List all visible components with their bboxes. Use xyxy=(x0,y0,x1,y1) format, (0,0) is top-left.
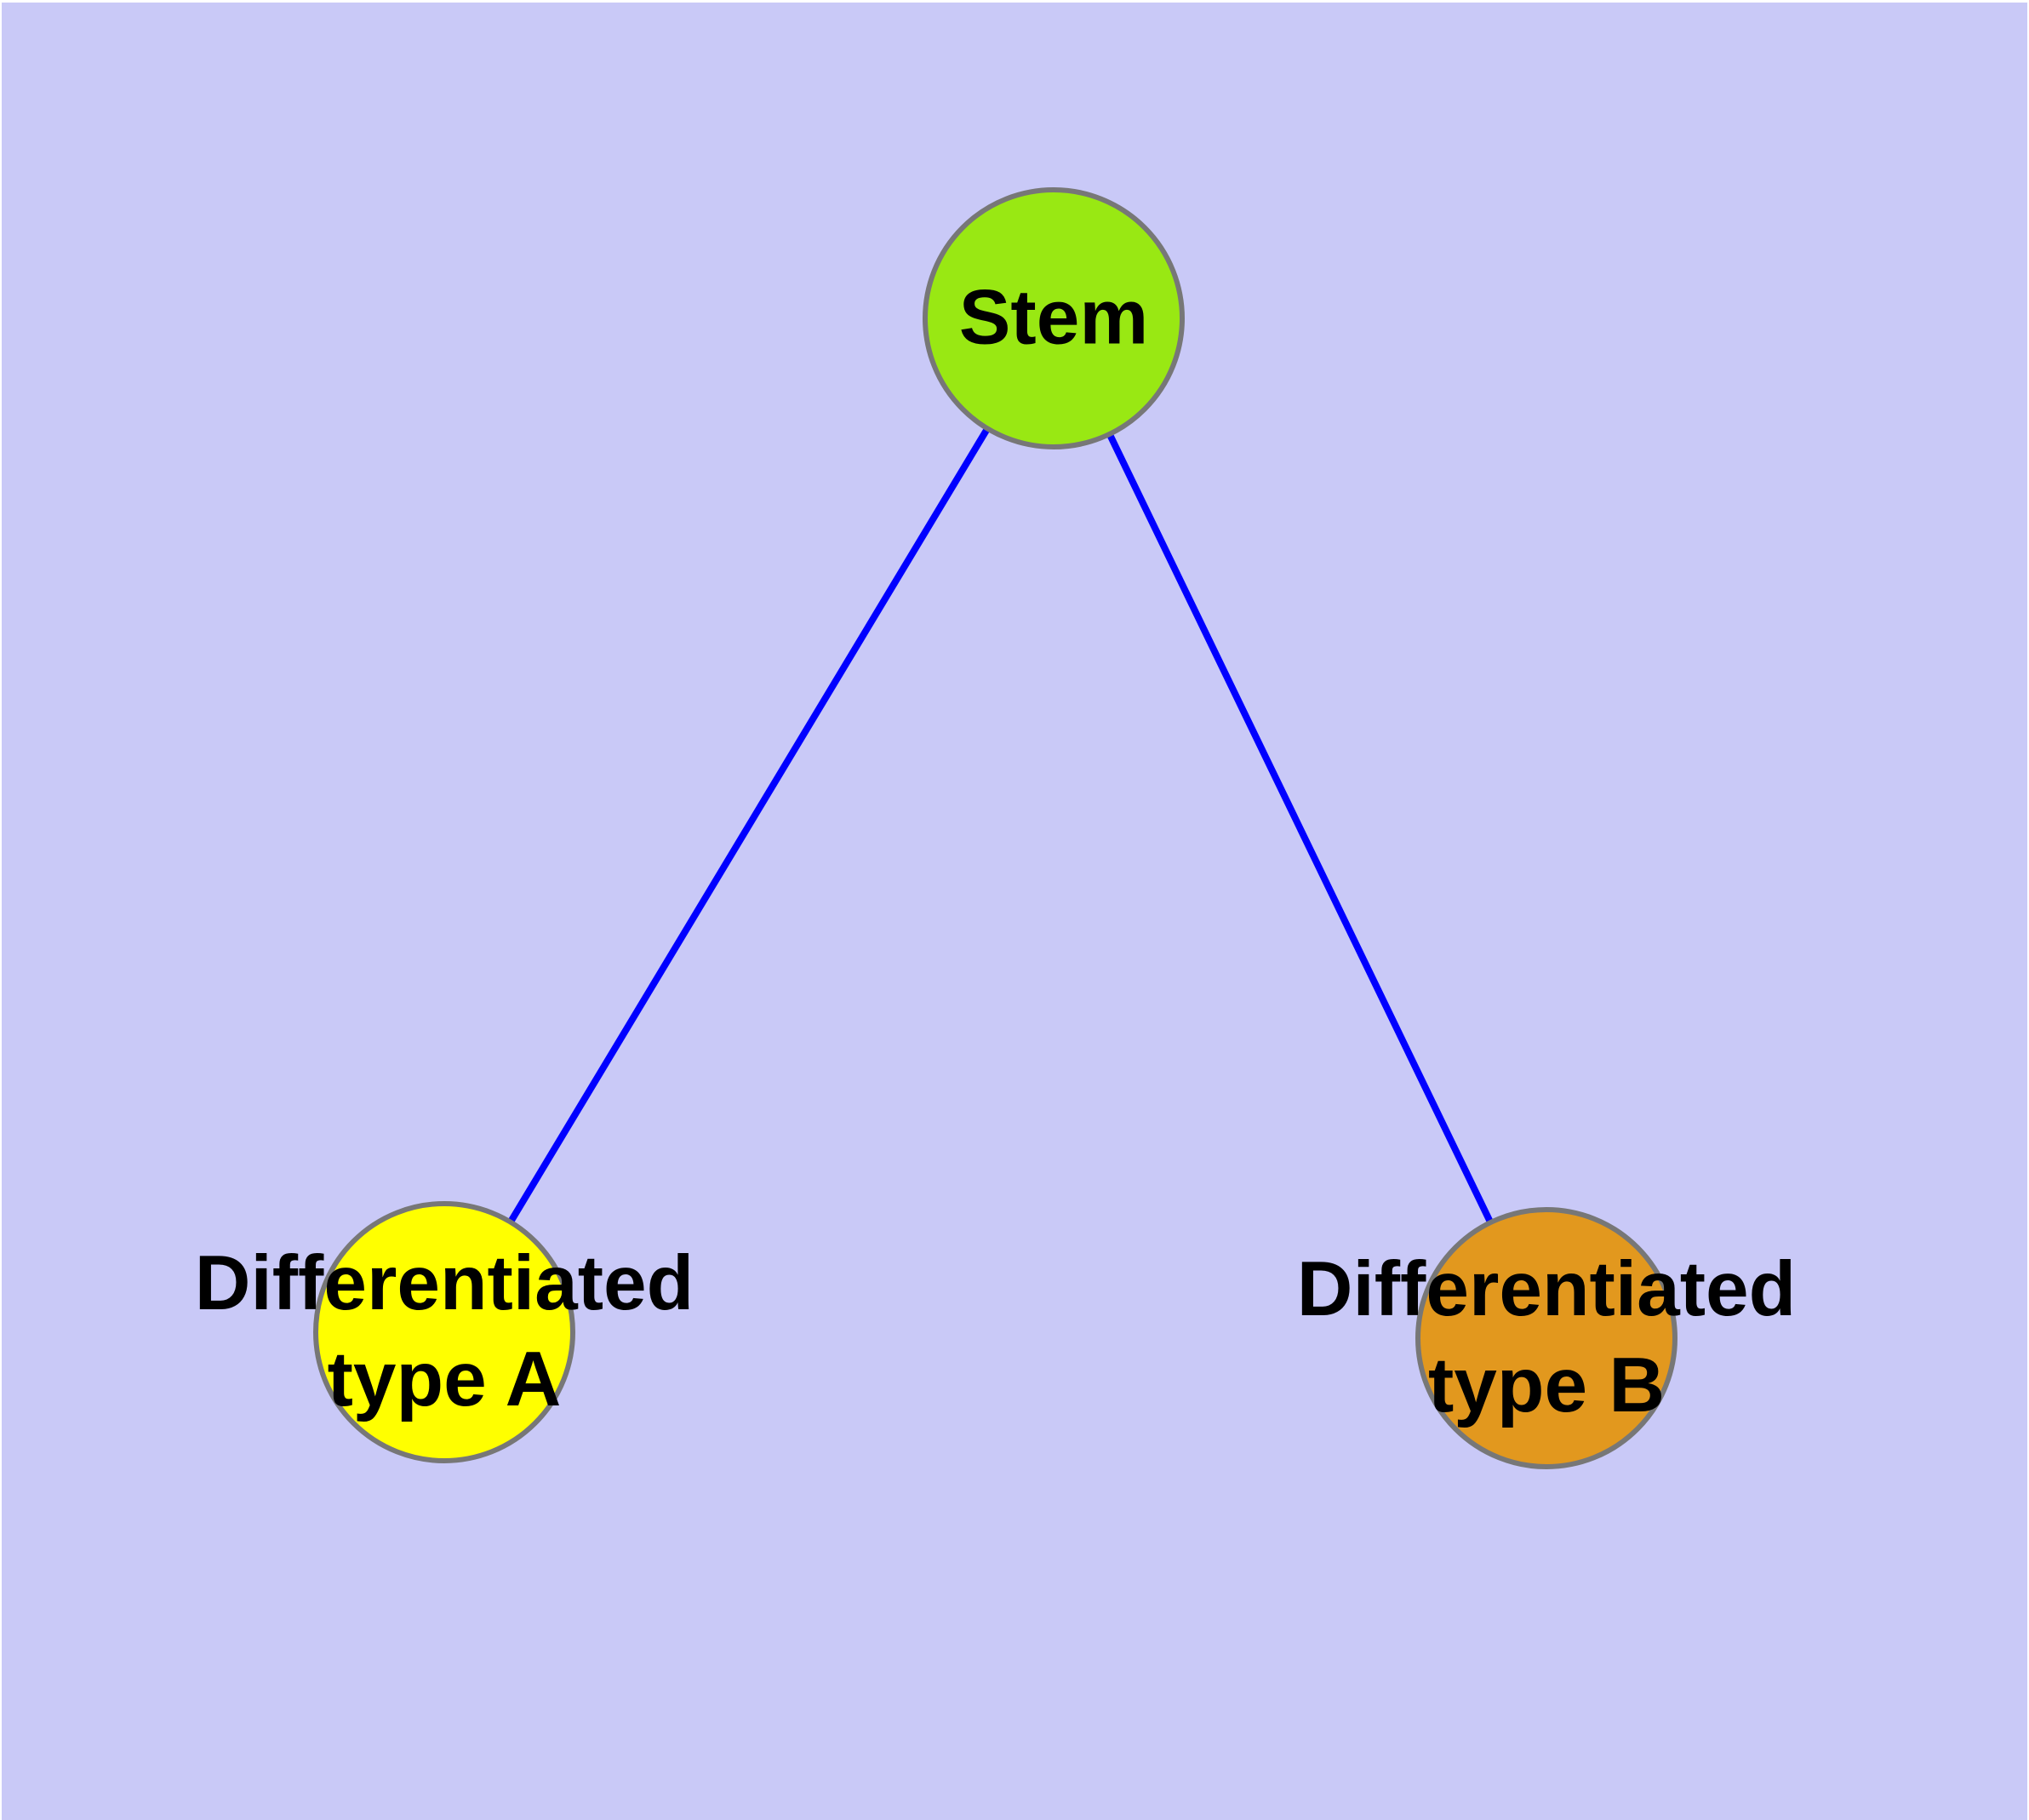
edge-stem-to-type-b xyxy=(1050,317,1550,1340)
node-type-b-circle xyxy=(1415,1207,1677,1469)
node-type-a-label: Differentiated type A xyxy=(195,1236,694,1428)
node-type-a-label-line1: Differentiated xyxy=(194,1240,694,1327)
edge-stem-to-type-a xyxy=(441,316,1057,1335)
node-stem-label: Stem xyxy=(958,274,1149,361)
node-type-b-label-line1: Differentiated xyxy=(1296,1246,1797,1333)
node-stem-circle xyxy=(923,187,1185,449)
node-type-b-label-line2: type B xyxy=(1427,1342,1666,1428)
node-type-b-label: Differentiated type B xyxy=(1297,1242,1797,1434)
node-type-a-label-line2: type A xyxy=(327,1336,562,1422)
node-type-a-circle xyxy=(313,1201,575,1463)
